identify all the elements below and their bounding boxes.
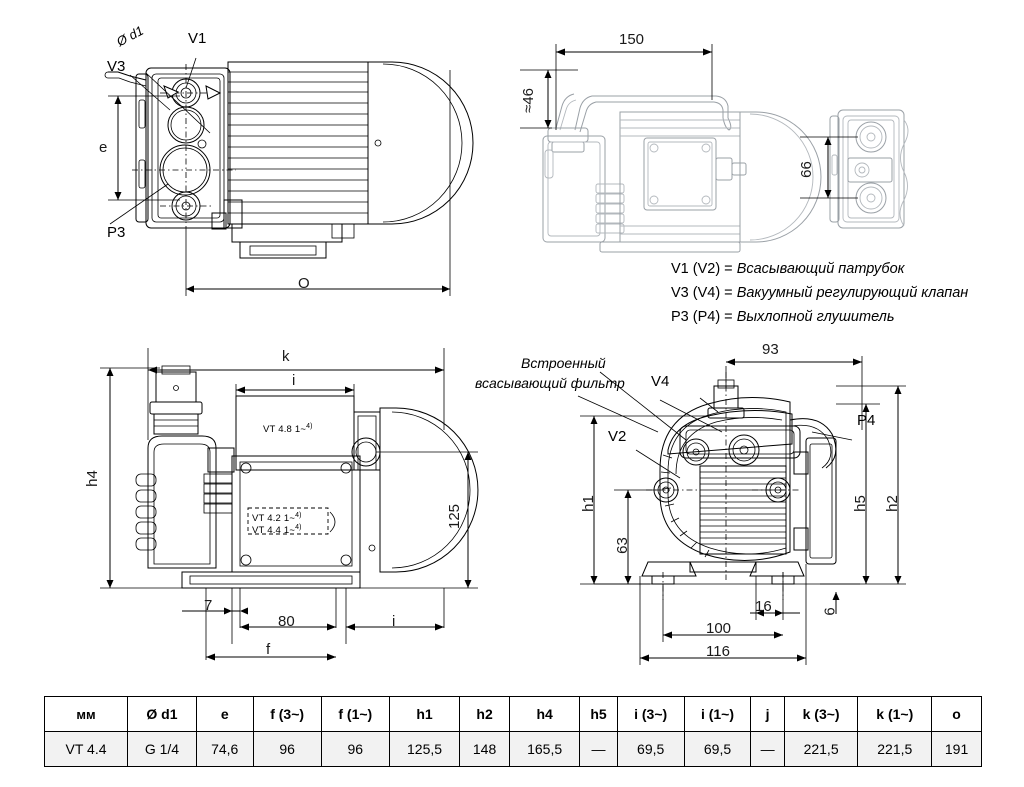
motor-tag-vt48-sup: 4) (306, 423, 313, 430)
view-bottom-right (580, 356, 906, 665)
motor-tag-vt48: VT 4.8 1~4) (263, 423, 313, 435)
table-header-cell: o (931, 696, 982, 732)
dim-f: f (266, 641, 271, 658)
view-top-left (104, 57, 474, 296)
legend-row-v3: V3 (V4) = Вакуумный регулирующий клапан (671, 285, 968, 301)
note-builtin-filter-line1: Встроенный (521, 355, 606, 371)
callout-v2: V2 (608, 428, 627, 445)
dim-h4: h4 (83, 470, 101, 487)
legend-text-p3: Выхлопной глушитель (736, 309, 895, 325)
view-top-right (800, 109, 909, 229)
dim-116: 116 (706, 643, 730, 660)
dim-h2: h2 (883, 495, 901, 512)
dim-6: 6 (821, 607, 839, 616)
table-header-cell: j (750, 696, 785, 732)
motor-tag-vt42-sup: 4) (295, 512, 302, 519)
table-header-cell: h5 (579, 696, 618, 732)
table-cell: 96 (320, 731, 390, 767)
dim-63: 63 (613, 537, 631, 554)
view-bottom-left (100, 348, 479, 661)
table-cell: 221,5 (857, 731, 933, 767)
dim-16: 16 (755, 598, 772, 615)
dimensions-table: мм Ø d1 e f (3~) f (1~) h1 h2 h4 h5 i (3… (44, 696, 982, 767)
table-cell: 74,6 (195, 731, 254, 767)
table-cell: 165,5 (508, 731, 581, 767)
legend-code-v1: V1 (V2) = (671, 261, 733, 277)
motor-tag-vt48-text: VT 4.8 1~ (263, 424, 307, 436)
motor-tag-vt44: VT 4.4 1~4) (252, 524, 302, 536)
callout-v1: V1 (188, 30, 207, 47)
dim-125: 125 (446, 503, 464, 530)
dim-o: O (298, 275, 310, 292)
table-header-cell: e (195, 696, 254, 732)
dim-i-top: i (292, 372, 296, 389)
callout-p3: P3 (107, 224, 126, 241)
table-header-cell: f (1~) (320, 696, 390, 732)
table-cell: 148 (459, 731, 510, 767)
legend-code-p3: P3 (P4) = (671, 309, 733, 325)
dim-93: 93 (762, 341, 779, 358)
motor-tag-vt42-text: VT 4.2 1~ (252, 513, 296, 525)
table-cell: G 1/4 (127, 731, 197, 767)
table-cell: — (750, 731, 785, 767)
dim-h5: h5 (851, 495, 869, 512)
legend-text-v1: Всасывающий патрубок (736, 261, 905, 277)
motor-tag-vt44-sup: 4) (295, 524, 302, 531)
table-cell: — (579, 731, 618, 767)
callout-p4: P4 (857, 412, 876, 429)
motor-tag-vt42: VT 4.2 1~4) (252, 512, 302, 524)
table-header-cell: k (3~) (783, 696, 859, 732)
legend-row-p3: P3 (P4) = Выхлопной глушитель (671, 309, 894, 325)
note-builtin-filter-line2: всасывающий фильтр (475, 375, 625, 391)
table-cell: 96 (252, 731, 322, 767)
callout-v4: V4 (651, 373, 670, 390)
dim-100: 100 (706, 620, 732, 637)
dim-i-bottom: i (392, 613, 396, 630)
table-header-cell: h4 (508, 696, 581, 732)
table-header-row: мм Ø d1 e f (3~) f (1~) h1 h2 h4 h5 i (3… (44, 696, 982, 732)
table-cell: 221,5 (783, 731, 859, 767)
dim-150: 150 (619, 31, 645, 48)
table-header-cell: мм (44, 696, 128, 732)
dim-66: 66 (797, 161, 815, 178)
table-header-cell: Ø d1 (127, 696, 197, 732)
table-cell: 191 (931, 731, 982, 767)
legend-text-v3: Вакуумный регулирующий клапан (736, 285, 969, 301)
table-cell: 69,5 (683, 731, 752, 767)
table-header-cell: f (3~) (252, 696, 322, 732)
table-header-cell: k (1~) (857, 696, 933, 732)
callout-v3: V3 (107, 58, 126, 75)
table-header-cell: i (1~) (683, 696, 752, 732)
dim-e: e (99, 139, 108, 156)
table-cell: 69,5 (616, 731, 685, 767)
table-header-cell: h2 (459, 696, 510, 732)
dim-80: 80 (278, 613, 295, 630)
table-cell: 125,5 (388, 731, 461, 767)
legend-row-v1: V1 (V2) = Всасывающий патрубок (671, 261, 905, 277)
legend-code-v3: V3 (V4) = (671, 285, 733, 301)
dim-h1: h1 (579, 495, 597, 512)
table-cell: VT 4.4 (44, 731, 128, 767)
view-top-middle (520, 44, 822, 253)
dim-46: ≈46 (519, 88, 537, 113)
dim-k: k (282, 348, 290, 365)
table-header-cell: h1 (388, 696, 461, 732)
table-row: VT 4.4 G 1/4 74,6 96 96 125,5 148 165,5 … (44, 731, 982, 767)
table-header-cell: i (3~) (616, 696, 685, 732)
dim-7: 7 (204, 597, 213, 614)
motor-tag-vt44-text: VT 4.4 1~ (252, 525, 296, 537)
